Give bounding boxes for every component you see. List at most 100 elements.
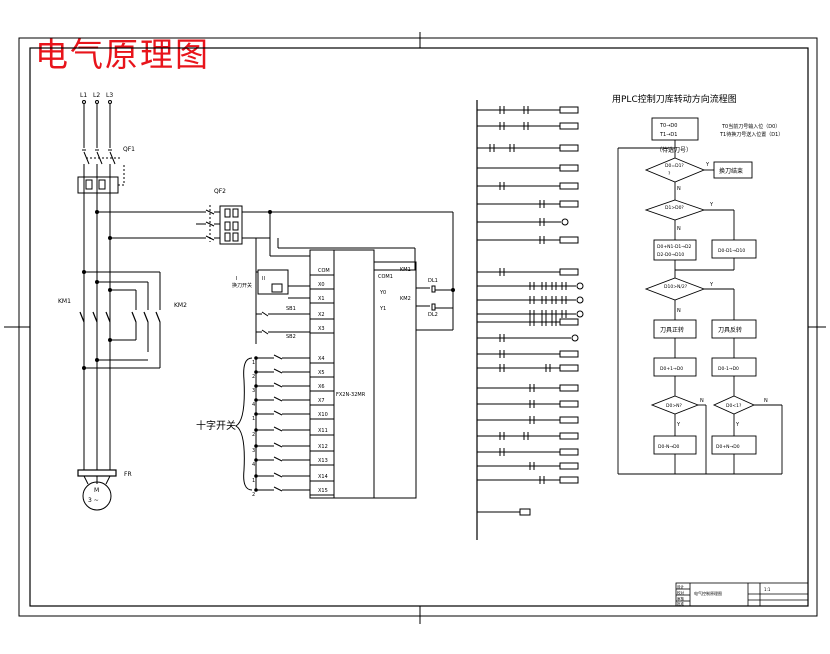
plc-input-x14: X14: [318, 474, 328, 480]
plc-input-x13: X13: [318, 458, 328, 464]
ladder-rung: [477, 106, 579, 114]
title-block: 电气控制原理图 1:1 设计 校对 审核 批准: [675, 582, 809, 607]
km1-coil-label: KM1: [400, 267, 411, 273]
svg-text:D10>N/2?: D10>N/2?: [664, 284, 688, 290]
select-switch-label[interactable]: 换刀开关: [232, 282, 252, 289]
km2-coil-label: KM2: [400, 296, 411, 302]
cross-switch-contact[interactable]: [254, 396, 310, 402]
cross-switch-number: 4: [252, 462, 255, 468]
ladder-rung: [477, 144, 579, 152]
dl2-label: DL2: [428, 312, 438, 318]
cross-switch-contact[interactable]: [254, 472, 310, 478]
plc-input-x2: X2: [318, 312, 325, 318]
flow-wait: （待选刀号）: [656, 146, 692, 154]
ladder-rung: [477, 296, 584, 304]
plc-input-x6: X6: [318, 384, 325, 390]
svg-text:D2-D0→D10: D2-D0→D10: [657, 252, 684, 258]
plc-out-y0: Y0: [379, 290, 386, 296]
km1-label: KM1: [58, 298, 71, 305]
cross-switch-contact[interactable]: [254, 354, 310, 360]
flow-decision-d0-eq-d1: [644, 157, 706, 183]
motor-symbol: [82, 481, 112, 511]
svg-text:D0=D1?: D0=D1?: [665, 163, 684, 169]
cross-switch-number: 3: [252, 448, 255, 454]
motor-sub-label: 3 ~: [88, 497, 99, 504]
svg-text:I: I: [236, 276, 237, 282]
plc-input-x1: X1: [318, 296, 325, 302]
ladder-rung: [477, 476, 579, 484]
ladder-rung: [477, 310, 584, 318]
flow-note-1: T0当前刀号输入位（D0）: [721, 123, 780, 130]
cross-switch-contact[interactable]: [254, 410, 310, 416]
power-circuit: L1 L2 L3 QF1 K: [58, 92, 196, 511]
cross-switch-contact[interactable]: [254, 426, 310, 432]
fr-label: FR: [124, 471, 132, 478]
svg-text:Y: Y: [705, 162, 710, 168]
ladder-diagram: [476, 100, 584, 540]
svg-text:D0<1?: D0<1?: [726, 403, 742, 409]
plc-input-x12: X12: [318, 444, 328, 450]
svg-text:?: ?: [668, 171, 671, 177]
plc-input-x15: X15: [318, 488, 328, 494]
svg-text:D0+1→D0: D0+1→D0: [660, 366, 683, 372]
svg-text:换刀结束: 换刀结束: [719, 167, 743, 175]
motor-label: M: [94, 487, 99, 494]
ladder-rung: [477, 268, 579, 276]
dl1-label: DL1: [428, 278, 438, 284]
qf2-circuit: QF2: [196, 188, 455, 310]
qf1-label: QF1: [123, 146, 135, 153]
ladder-rung: [477, 218, 569, 226]
cross-switch-label[interactable]: 十字开关: [196, 419, 236, 432]
cross-switch-number: 1: [252, 478, 255, 484]
drawing-name: 电气控制原理图: [694, 590, 722, 596]
ladder-rung: [477, 508, 531, 516]
flowchart: 用PLC控制刀库转动方向流程图 T0→D0 T1→D1 T0当前刀号输入位（D0…: [612, 93, 783, 475]
plc-module: FX2N-32MR COMX0X1X2X3X4X5X6X7X10X11X12X1…: [196, 249, 454, 499]
plc-input-x3: X3: [318, 326, 325, 332]
plc-input-x7: X7: [318, 398, 325, 404]
cross-switch-number: 3: [252, 388, 255, 394]
cross-switch-contact[interactable]: [254, 368, 310, 374]
sb2-label[interactable]: SB2: [286, 334, 296, 340]
km2-label: KM2: [174, 302, 187, 309]
cross-switch-number: 2: [252, 432, 255, 438]
svg-text:D0-1→D0: D0-1→D0: [718, 366, 739, 372]
qf2-label: QF2: [214, 188, 226, 195]
plc-input-x11: X11: [318, 428, 328, 434]
svg-text:D0-D1→D10: D0-D1→D10: [718, 248, 745, 254]
svg-text:Y: Y: [735, 422, 740, 428]
svg-text:审核: 审核: [677, 596, 685, 601]
svg-text:Y: Y: [709, 202, 714, 208]
flow-note-2: T1待换刀号送入位置（D1）: [719, 131, 783, 138]
ladder-rung: [477, 334, 579, 342]
svg-text:Y: Y: [709, 282, 714, 288]
cross-switch-contact[interactable]: [254, 456, 310, 462]
plc-model-label: FX2N-32MR: [336, 392, 366, 398]
svg-text:校对: 校对: [677, 590, 685, 595]
svg-text:批准: 批准: [677, 601, 685, 606]
ladder-rung: [477, 282, 584, 290]
inner-border: [29, 47, 809, 607]
svg-text:T0→D0: T0→D0: [659, 123, 677, 129]
svg-text:II: II: [262, 276, 265, 282]
ladder-rung: [477, 164, 579, 172]
cross-switch-number: 2: [252, 374, 255, 380]
sb1-label[interactable]: SB1: [286, 306, 296, 312]
flow-end-box: [713, 161, 753, 179]
phase-l2-label: L2: [93, 92, 100, 99]
cross-switch-contact[interactable]: [254, 486, 310, 492]
svg-text:刀具反转: 刀具反转: [718, 326, 742, 334]
ladder-rung: [477, 350, 579, 358]
cross-switch-contact[interactable]: [254, 382, 310, 388]
ladder-rung: [477, 384, 579, 392]
svg-text:N: N: [677, 308, 681, 314]
svg-text:T1→D1: T1→D1: [659, 132, 677, 138]
ladder-rung: [477, 432, 579, 440]
cross-switch-number: 2: [252, 492, 255, 498]
cross-switch-contact[interactable]: [254, 442, 310, 448]
plc-input-x10: X10: [318, 412, 328, 418]
ladder-rung: [477, 364, 579, 372]
cross-switch-number: 4: [252, 402, 255, 408]
plc-input-x4: X4: [318, 356, 325, 362]
